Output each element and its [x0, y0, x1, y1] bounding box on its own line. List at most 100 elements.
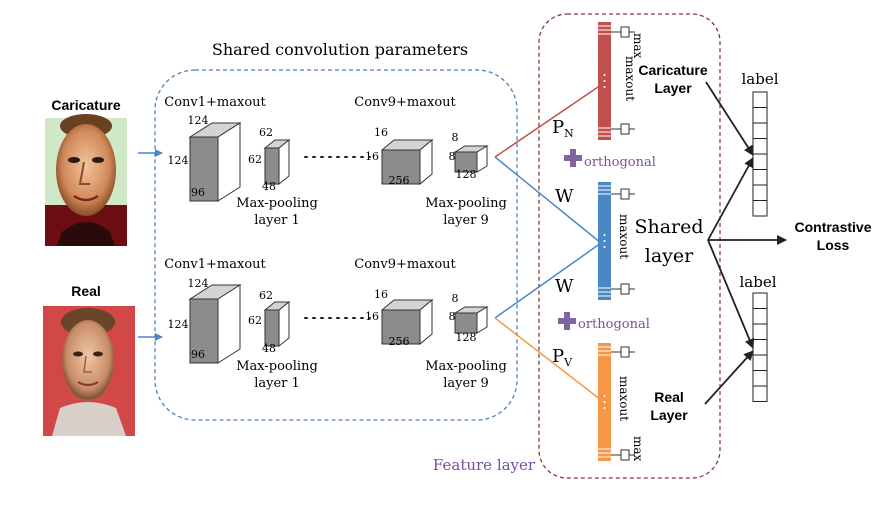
top-pool1-block-side-face [264, 147, 280, 185]
label-column-top-cell [752, 91, 768, 108]
top-pool1-dim-a: 62 [259, 126, 273, 139]
label-column-bottom-cell [752, 354, 768, 371]
bottom-pool9-dim-a: 8 [452, 292, 459, 305]
top-conv1-label: Conv1+maxout [164, 95, 266, 110]
real-feature-bar-dot [603, 401, 606, 403]
caricature-layer-label-line2: Layer [654, 80, 692, 96]
bottom-pool1-dim-a: 62 [259, 289, 273, 302]
top-to-shared-line [494, 156, 602, 244]
shared-feature-bar-maxout-pin [611, 283, 635, 295]
real-feature-bar [598, 343, 635, 461]
top-conv1-dim-c: 96 [191, 186, 205, 199]
caricature-layer-label-line1: Caricature [638, 62, 707, 78]
top-conv9-block-front-face [419, 138, 433, 186]
bottom-conv1-dim-c: 96 [191, 348, 205, 361]
real-image [43, 306, 135, 436]
bottom-conv9-block-side-face [381, 309, 421, 345]
orthogonal-bottom-label: orthogonal [578, 317, 650, 332]
bottom-conv9-dim-a: 16 [374, 288, 388, 301]
bottom-conv1-block-front-face [217, 284, 241, 364]
top-conv9-dim-a: 16 [374, 126, 388, 139]
bottom-pool9-label-line2: layer 9 [443, 376, 489, 391]
label-top-text: label [741, 70, 778, 88]
bottom-conv1-dim-a: 124 [188, 277, 209, 290]
top-conv9-dim-c: 256 [389, 174, 410, 187]
real-max-label: max [631, 436, 645, 462]
label-column-top-cell [752, 200, 768, 217]
top-pool9-dim-a: 8 [452, 131, 459, 144]
bottom-pool9-dim-b: 8 [449, 310, 456, 323]
label-column-bottom [752, 292, 768, 402]
shared-to-label-top-arrow [707, 157, 754, 241]
top-pool1-block-front-face [278, 138, 290, 186]
bottom-pool9-label-line1: Max-pooling [425, 359, 507, 374]
bottom-to-real-line [494, 317, 602, 401]
bottom-pool9-block-front-face [476, 306, 488, 334]
bottom-conv9-dim-c: 256 [389, 335, 410, 348]
top-conv1-dim-a: 124 [188, 114, 209, 127]
top-pool9-block-front-face [476, 145, 488, 173]
top-pool1-label-line2: layer 1 [254, 213, 300, 228]
bottom-pool9-block [453, 306, 489, 334]
shared-to-label-bottom-arrow [707, 239, 755, 349]
bottom-pool1-label-line2: layer 1 [254, 376, 300, 391]
caricature-input-label: Caricature [51, 97, 120, 113]
label-column-top-cell [752, 184, 768, 201]
bottom-pool1-block [263, 300, 291, 348]
bottom-pool1-label-line1: Max-pooling [236, 359, 318, 374]
label-bottom-text: label [739, 273, 776, 291]
contrastive-loss-line2: Loss [817, 237, 850, 253]
shared-layer-label-line1: Shared [634, 216, 703, 238]
caricature-input: Caricature [45, 97, 127, 246]
label-column-bottom-cell [752, 323, 768, 340]
feature-layer-box [538, 13, 721, 479]
shared-conv-box [154, 69, 518, 421]
bottom-to-shared-line [494, 242, 602, 319]
shared-feature-bar-dot [603, 234, 606, 236]
bottom-pool9-dim-c: 128 [456, 331, 477, 344]
caricature-to-label-arrow [705, 81, 754, 156]
label-column-bottom-cell [752, 339, 768, 356]
top-pool1-label-line1: Max-pooling [236, 196, 318, 211]
caricature-maxout-label: maxout [623, 56, 637, 101]
label-column-bottom-cell [752, 292, 768, 309]
bottom-branch: Conv1+maxout Conv9+maxout 124 124 96 62 … [164, 257, 507, 391]
top-conv9-label: Conv9+maxout [354, 95, 456, 110]
top-conv1-block-front-face [217, 122, 241, 202]
orthogonal-top-label: orthogonal [584, 155, 656, 170]
bottom-conv1-label: Conv1+maxout [164, 257, 266, 272]
bottom-pool1-block-front-face [278, 300, 290, 348]
bottom-pool1-dim-b: 62 [248, 314, 262, 327]
bottom-conv9-dim-b: 16 [365, 310, 379, 323]
shared-feature-bar-dot [603, 246, 606, 248]
label-column-top [752, 91, 768, 217]
top-conv1-block-side-face [189, 136, 219, 202]
caricature-feature-bar-dot [603, 80, 606, 82]
top-pool9-label-line2: layer 9 [443, 213, 489, 228]
bottom-conv9-label: Conv9+maxout [354, 257, 456, 272]
orthogonal-bottom: orthogonal [558, 312, 650, 332]
shared-feature-bar-dot [603, 240, 606, 242]
shared-conv-title: Shared convolution parameters [212, 40, 468, 59]
label-column-bottom-cell [752, 308, 768, 325]
top-pool9-block [453, 145, 489, 173]
shared-feature-bar [598, 182, 635, 300]
plus-icon [564, 149, 582, 167]
top-pool9-dim-b: 8 [449, 150, 456, 163]
label-column-top-cell [752, 153, 768, 170]
top-conv1-dim-b: 124 [168, 154, 189, 167]
contrastive-loss-line1: Contrastive [794, 219, 871, 235]
shared-layer-label-line2: layer [645, 245, 694, 267]
real-feature-bar-maxout-pin [611, 449, 635, 461]
real-layer-label-line1: Real [654, 389, 684, 405]
feature-layer-label: Feature layer [433, 456, 536, 474]
real-maxout-label: maxout [617, 376, 631, 421]
shared-maxout-label: maxout [617, 214, 631, 259]
caricature-feature-bar-maxout-pin [611, 123, 635, 135]
orthogonal-top: orthogonal [564, 149, 656, 170]
top-conv1-block [188, 122, 242, 202]
real-feature-bar-maxout-pin [611, 346, 635, 358]
label-column-top-cell [752, 138, 768, 155]
bottom-conv9-block [380, 298, 434, 346]
caricature-max-label: max [631, 33, 645, 59]
